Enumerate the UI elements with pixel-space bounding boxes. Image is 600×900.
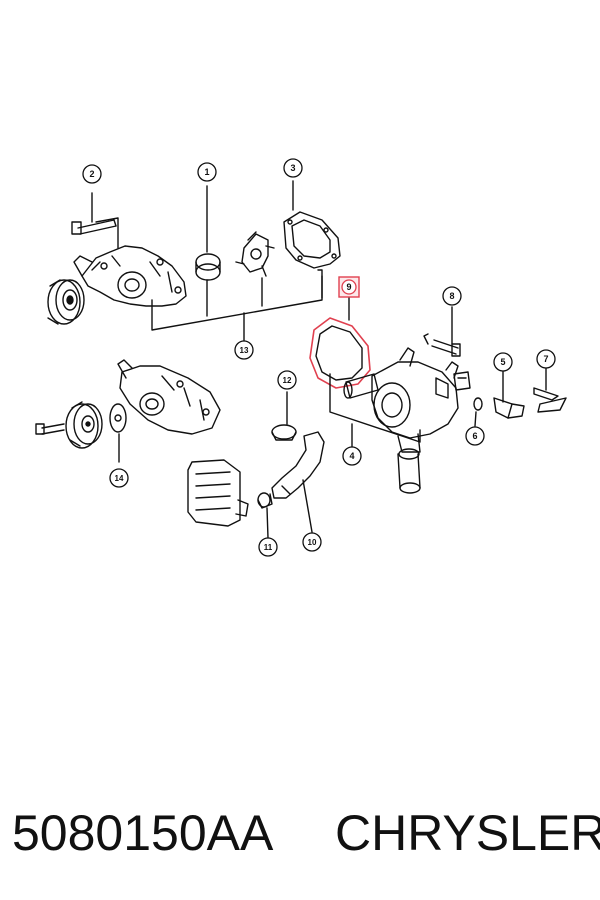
callout-label: 1 bbox=[204, 167, 209, 177]
callout-circle bbox=[277, 370, 297, 390]
callout-label: 11 bbox=[264, 543, 273, 552]
callout-circle bbox=[197, 162, 217, 182]
callout-4: 4 bbox=[342, 446, 362, 466]
part-number: 5080150AA bbox=[12, 805, 274, 861]
callout-circle bbox=[341, 279, 357, 295]
brand-name: CHRYSLER bbox=[335, 805, 600, 861]
callout-circle bbox=[465, 426, 485, 446]
callout-label: 4 bbox=[349, 451, 354, 461]
callout-10: 10 bbox=[302, 532, 322, 552]
oil-cooler-part bbox=[187, 459, 249, 527]
temperature-sensor-part bbox=[473, 367, 567, 427]
callout-label: 6 bbox=[472, 431, 477, 441]
callout-circle bbox=[283, 158, 303, 178]
callout-2: 2 bbox=[82, 164, 102, 184]
thermostat-housing bbox=[309, 296, 471, 494]
callout-7: 7 bbox=[536, 349, 556, 369]
callout-circle bbox=[493, 352, 513, 372]
callout-circle bbox=[442, 286, 462, 306]
callout-12: 12 bbox=[277, 370, 297, 390]
callout-label: 8 bbox=[449, 291, 454, 301]
callout-11: 11 bbox=[258, 537, 278, 557]
callout-circle bbox=[109, 468, 129, 488]
callout-label: 9 bbox=[346, 282, 351, 292]
water-pump-assembly bbox=[47, 180, 341, 343]
callout-label: 7 bbox=[543, 354, 548, 364]
callout-label: 10 bbox=[308, 538, 317, 547]
callout-circle bbox=[234, 340, 254, 360]
callout-3: 3 bbox=[283, 158, 303, 178]
callout-8: 8 bbox=[442, 286, 462, 306]
callout-6: 6 bbox=[465, 426, 485, 446]
callout-label: 5 bbox=[500, 357, 505, 367]
callout-9: 9 bbox=[338, 276, 360, 298]
callout-14: 14 bbox=[109, 468, 129, 488]
callout-circle bbox=[82, 164, 102, 184]
callout-circle bbox=[342, 446, 362, 466]
coolant-hose-part bbox=[257, 391, 325, 539]
callout-label: 2 bbox=[89, 169, 94, 179]
callout-circle bbox=[536, 349, 556, 369]
callout-5: 5 bbox=[493, 352, 513, 372]
bolt-8-part bbox=[423, 306, 461, 357]
callout-label: 12 bbox=[283, 376, 292, 385]
callout-1: 1 bbox=[197, 162, 217, 182]
callout-13: 13 bbox=[234, 340, 254, 360]
alternate-pump-assembly bbox=[35, 359, 221, 463]
callout-circle bbox=[302, 532, 322, 552]
callout-label: 3 bbox=[290, 163, 295, 173]
callout-circle bbox=[258, 537, 278, 557]
callout-label: 13 bbox=[240, 346, 249, 355]
callout-label: 14 bbox=[115, 474, 124, 483]
